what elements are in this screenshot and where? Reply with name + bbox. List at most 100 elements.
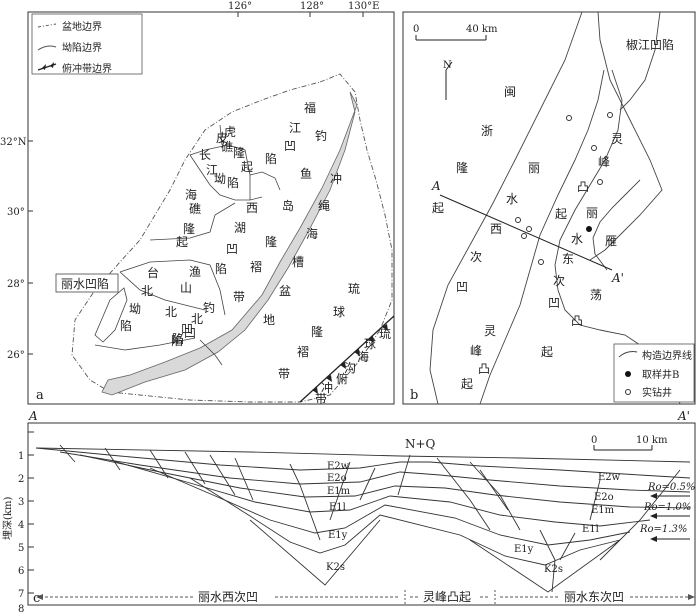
line-a-end-label: A': [611, 271, 624, 285]
ro-10-label: Ro=1.0%: [643, 502, 691, 513]
fault: [559, 532, 576, 561]
drilled-well: [521, 233, 527, 239]
arrow-left-icon: [36, 594, 43, 600]
subduction-zone-line: [299, 315, 395, 403]
arrow-right-icon: [688, 594, 695, 600]
haijiao-label: 海 礁 隆 起: [176, 187, 205, 249]
diaobei-boundary: [199, 339, 223, 366]
west-e2o: E2o: [327, 473, 347, 484]
fault: [397, 454, 411, 496]
east-e1m: E1m: [591, 505, 615, 516]
drilled-well: [607, 112, 613, 118]
legend-sample-well: 取样井B: [642, 368, 679, 381]
legend-depression-boundary: 坳陷边界: [62, 41, 102, 54]
ryukyu-label: 琉 球 隆 褶 带: [278, 282, 364, 381]
lishui-sag-label-box: [55, 273, 119, 293]
drilled-well: [538, 259, 544, 265]
panel-c-label: c: [33, 591, 40, 606]
horizon-e1y: [149, 467, 631, 546]
panel-a-frame: [27, 11, 395, 405]
section-a2-label: A': [677, 409, 690, 423]
chongsheng-label: 冲 绳 海 槽 盆 地: [263, 171, 346, 327]
lingfeng-south-label: 灵 峰 凸 起: [461, 324, 500, 391]
hupi-label: 虎 皮 礁 隆 起: [216, 125, 253, 174]
legend-basin-boundary: 盆地边界: [62, 20, 102, 33]
lishui-sag-label: 丽水凹陷: [61, 276, 109, 291]
nq-label: N+Q: [405, 437, 436, 451]
fault: [589, 479, 601, 521]
lishui-east-label: 丽 水 东 次 凹: [548, 206, 602, 310]
fault: [599, 469, 681, 561]
east-e1l: E1l: [582, 524, 599, 535]
subduction-tooth-icon: [42, 64, 46, 70]
lat-label-30: 30°: [7, 207, 25, 218]
panel-a-label: a: [36, 388, 44, 403]
panel-c-frame: [27, 422, 696, 606]
fault: [359, 467, 376, 501]
fault: [479, 469, 509, 511]
fault: [234, 457, 254, 501]
line-a-start-label: A: [431, 179, 441, 193]
lingfeng-north-label: 灵 峰 凸 起: [555, 132, 627, 221]
drilled-well-symbol: [625, 389, 631, 395]
sag-west-boundary: [429, 11, 583, 405]
panel-c: A A' 1 2 3 4 5 6 7 8 埋深(km) 0 10 km: [2, 409, 696, 613]
depth-tick-label: 5: [18, 543, 24, 554]
fault: [104, 447, 121, 471]
taibei-boundary: [119, 271, 206, 311]
subduction-tooth-icon: [382, 324, 388, 331]
panel-a: 盆地边界 坳陷边界 俯冲带边界 126° 128° 130°E 32°N 30°…: [0, 1, 395, 406]
yushan-boundary: [119, 259, 226, 316]
lon-label-130: 130°E: [348, 1, 379, 12]
drilled-well: [597, 179, 603, 185]
panel-b: 0 40 km N A A' 椒江凹陷 闽 浙 隆: [402, 11, 696, 405]
east-sub-boundary: [592, 179, 641, 271]
xihu-label: 西 湖 凹 陷: [215, 201, 262, 276]
arrow-head-icon: [650, 536, 657, 542]
west-e1y: E1y: [328, 530, 348, 541]
basin-boundary-symbol: [37, 23, 57, 28]
ro-05-label: Ro=0.5%: [647, 482, 695, 493]
hupi-boundary: [219, 124, 223, 146]
fault: [289, 463, 321, 541]
depth-axis-label: 埋深(km): [2, 497, 14, 540]
fault: [184, 451, 206, 485]
minzhe-label: 闽 浙 隆 起: [432, 85, 520, 215]
east-e2w: E2w: [598, 472, 621, 483]
panel-a-legend-box: [31, 13, 143, 75]
panel-b-scale-value: 40 km: [466, 24, 498, 35]
east-k2s: K2s: [544, 564, 563, 575]
fault: [149, 449, 169, 479]
west-e1m: E1m: [327, 486, 351, 497]
diaoyu-label: 钓 鱼 岛 隆 褶 带: [233, 129, 331, 304]
legend-drilled-well: 实钻井: [642, 386, 672, 399]
ro-13-label: Ro=1.3%: [639, 524, 687, 535]
depth-tick-label: 7: [18, 589, 24, 600]
basin-boundary: [71, 73, 393, 403]
taibei-south-boundary: [94, 337, 196, 351]
drilled-well: [566, 115, 572, 121]
west-basement: [249, 519, 381, 586]
taibei-label: 台 北 坳 陷: [120, 265, 163, 333]
sample-well-symbol: [625, 371, 631, 377]
subduction-tooth-icon: [354, 349, 360, 356]
faults: [59, 444, 681, 593]
lat-label-32: 32°N: [0, 137, 27, 148]
depth-tick-label: 2: [18, 474, 24, 485]
legend-structure-line: 构造边界线: [642, 349, 692, 362]
panel-b-frame: [402, 11, 696, 405]
horizons: [35, 447, 691, 566]
depth-tick-label: 3: [18, 497, 24, 508]
lon-label-126: 126°: [228, 1, 252, 12]
drilled-well: [515, 217, 521, 223]
east-basement: [469, 539, 621, 593]
fault: [469, 461, 521, 531]
drilled-well: [591, 145, 597, 151]
subduction-tooth-icon: [50, 62, 54, 68]
east-e1y: E1y: [514, 544, 534, 555]
subduction-tooth-icon: [340, 362, 346, 369]
depth-axis: 1 2 3 4 5 6 7 8 埋深(km): [2, 431, 34, 613]
structure-line-symbol: [618, 351, 638, 358]
horizon-e1m: [79, 454, 691, 509]
sag-east-boundary: [589, 11, 663, 261]
